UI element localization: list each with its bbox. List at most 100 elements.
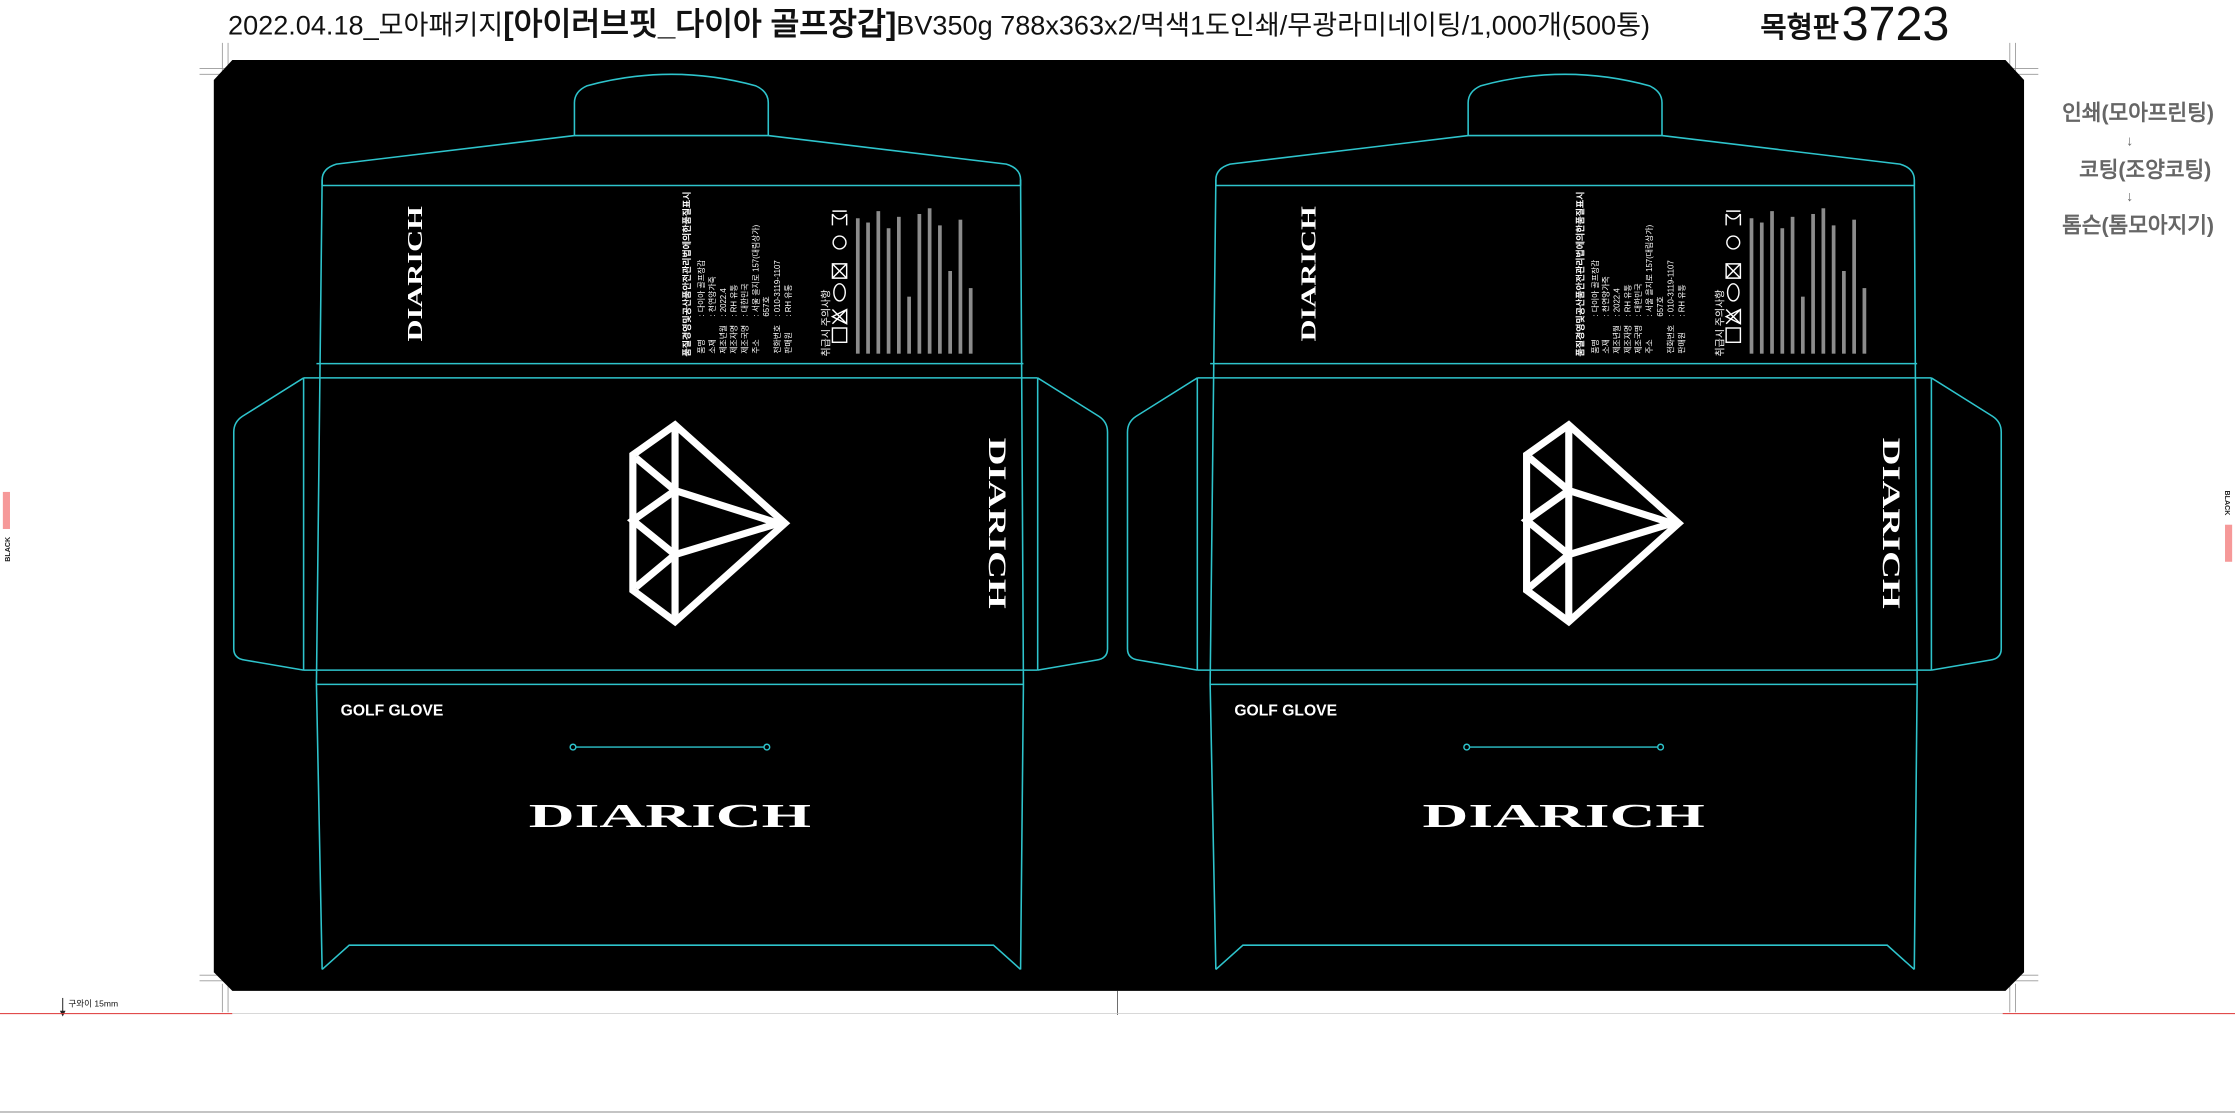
tuck-tab	[1467, 73, 1663, 136]
no-dryclean-icon	[832, 235, 847, 250]
care-text-line	[1790, 216, 1795, 354]
quality-field-value: : 천연양가죽	[1601, 276, 1611, 316]
quality-field-label: 품명	[696, 339, 706, 353]
quality-field-value: : RH 유통	[1623, 284, 1632, 316]
bottom-flap	[321, 944, 1022, 971]
hand-wash-icon	[833, 283, 846, 302]
quality-field-value: : 010-3119-1107	[773, 260, 782, 316]
care-text-line	[1800, 296, 1805, 354]
quality-field-label: 제조년월	[1612, 325, 1622, 354]
quality-field-label: 주소	[1645, 339, 1654, 353]
divider-ornament	[1463, 743, 1665, 751]
quality-field-label: 전화번호	[1666, 325, 1676, 354]
svg-text:BLACK: BLACK	[4, 536, 12, 562]
care-text-line	[1780, 228, 1785, 354]
job-title-prefix: 2022.04.18_모아패키지	[228, 9, 503, 40]
divider-ornament	[569, 743, 771, 751]
care-text-line	[855, 218, 860, 354]
kc-mark-icon	[1725, 210, 1742, 226]
no-iron-icon	[1725, 263, 1742, 279]
product-line-label: GOLF GLOVE	[341, 703, 444, 720]
quality-field-value: : 서울 을지로 157(대림상가)	[750, 224, 760, 316]
no-bleach-icon	[830, 308, 848, 325]
quality-field-label: 품명	[1590, 339, 1600, 353]
care-text-line	[948, 270, 953, 354]
brand-logo-back: DIARICH	[403, 206, 427, 342]
no-iron-icon	[831, 263, 848, 279]
bottom-flap	[1215, 944, 1915, 971]
care-text-line	[1831, 225, 1836, 354]
side-walls	[315, 179, 1025, 970]
quality-field-label: 주소	[751, 339, 760, 353]
quality-field-value: : 다이아 골프장갑	[1590, 260, 1600, 317]
diamond-logo-icon	[626, 420, 791, 627]
care-text-line	[1842, 270, 1846, 354]
quality-title: 품질경영및공산품안전관리법에의한품질표시	[681, 191, 692, 356]
process-step-print: 인쇄(모아프린팅)	[2062, 101, 2214, 125]
quality-field-value: : 천연양가죽	[707, 276, 717, 316]
care-symbols	[830, 210, 848, 343]
svg-text:구와이 15mm: 구와이 15mm	[68, 997, 118, 1008]
brand-logo-side: DIARICH	[1877, 438, 1906, 609]
care-text-line	[1862, 288, 1867, 354]
care-text-line	[1852, 219, 1856, 354]
crop-marks	[199, 42, 2039, 1016]
product-line-label: GOLF GLOVE	[1234, 703, 1337, 720]
side-flap-left	[232, 377, 305, 671]
no-dryclean-icon	[1726, 235, 1741, 250]
brand-logo-side: DIARICH	[983, 438, 1012, 609]
quality-field-value: : 010-3119-1107	[1667, 260, 1676, 316]
process-notes: 인쇄(모아프린팅) ↓ 코팅(조양코팅) ↓ 톰슨(톰모아지기)	[2062, 101, 2214, 238]
quality-field-value: : 다이아 골프장갑	[696, 260, 706, 317]
quality-field-value: : 2022.4	[719, 288, 728, 317]
care-text-line	[958, 219, 963, 354]
care-symbols	[1724, 210, 1742, 343]
side-flap-left	[1126, 377, 1198, 671]
quality-field-value: : RH 유통	[1678, 284, 1687, 316]
quality-field-label: 전화번호	[772, 325, 782, 354]
brand-logo-back: DIARICH	[1297, 206, 1321, 342]
registration-mark-right: BLACK	[2223, 491, 2233, 562]
side-flap-right	[1037, 377, 1109, 671]
care-text-line	[876, 211, 881, 354]
svg-text:BLACK: BLACK	[2223, 491, 2231, 517]
care-text-line	[1759, 222, 1764, 354]
quality-field-value: : 2022.4	[1613, 288, 1622, 317]
care-text-line	[968, 288, 973, 354]
care-text-line	[886, 228, 891, 354]
care-title: 취급시 주의사항	[1714, 290, 1726, 357]
quality-field-label: 판매원	[1678, 332, 1687, 354]
tuck-tab	[573, 73, 770, 136]
quality-field-label: 제조국명	[1633, 325, 1643, 354]
black-print-area	[213, 60, 2025, 991]
die-number: 3723	[1842, 0, 1950, 51]
quality-field-label: 제조자명	[1622, 325, 1632, 354]
fold-lines	[302, 184, 1039, 686]
care-text-line	[907, 296, 911, 354]
side-flap-right	[1930, 377, 2003, 671]
quality-field-value: 657호	[762, 296, 771, 316]
kc-mark-icon	[831, 210, 848, 226]
top-flap	[321, 134, 1022, 186]
process-step-coating: 코팅(조양코팅)	[2079, 158, 2211, 182]
brand-logo-front: DIARICH	[529, 798, 812, 835]
job-title: 2022.04.18_모아패키지[아이러브핏_다이아 골프장갑]BV350g 7…	[228, 6, 1650, 41]
diamond-logo-icon	[1520, 420, 1685, 627]
job-title-product: [아이러브핏_다이아 골프장갑]	[503, 6, 896, 41]
quality-field-value: : 대한민국	[1633, 283, 1643, 316]
process-step-thomson: 톰슨(톰모아지기)	[2062, 214, 2214, 238]
care-text-line	[1749, 218, 1754, 354]
no-tumble-dry-icon	[831, 327, 848, 343]
care-text-line	[866, 222, 870, 354]
care-text-line	[917, 213, 922, 354]
quality-field-label: 소재	[708, 339, 717, 353]
quality-field-value: : 대한민국	[739, 283, 749, 316]
quality-field-value: 657호	[1656, 296, 1665, 316]
quality-field-label: 소재	[1602, 339, 1611, 353]
brand-logo-front: DIARICH	[1423, 798, 1706, 835]
arrow-down-icon: ↓	[2126, 189, 2133, 205]
quality-title: 품질경영및공산품안전관리법에의한품질표시	[1575, 191, 1586, 356]
